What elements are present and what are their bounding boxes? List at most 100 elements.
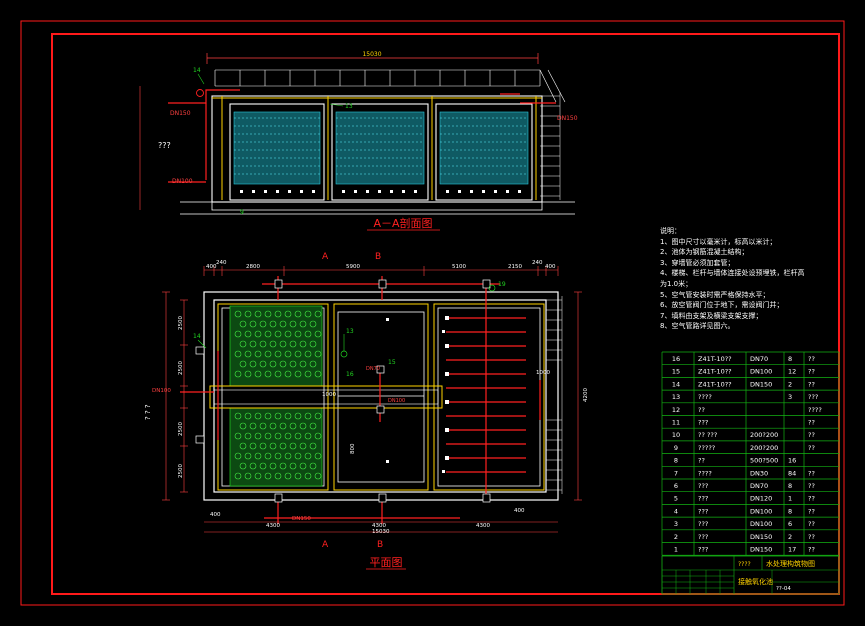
section-title: A－A剖面图 [373,216,432,230]
notes-line: 3、穿墙管必须加套管； [660,258,735,267]
table-cell: 2 [788,533,792,541]
plan-right-overall: 4200 [583,388,589,402]
plan-bottom-left-400: 400 [210,512,221,518]
plan-top-dim-7: 400 [545,264,556,270]
plan-top-dim-4: 5100 [452,264,466,270]
plan-label-dn100: DN100 [388,398,405,404]
notes-line: 7、填料由支架及横梁支架支撑； [660,311,763,320]
plan-mark-bottom-left: A [322,540,329,550]
table-cell: 200?200 [750,431,778,439]
table-cell: 16 [672,355,680,363]
table-cell: DN30 [750,469,768,477]
notes-line: 4、楼梯、栏杆与墙体连接处设预埋铁，栏杆高 [660,269,805,278]
table-cell: 3 [788,393,792,401]
plan-left-side: ? ? ? [144,404,152,420]
table-cell: 12 [788,368,796,376]
plan-mark-top-left: A [322,252,329,262]
section-left-label-1: DN150 [170,110,191,117]
table-cell: Z41T-10?? [698,380,732,388]
plan-top-dim-2: 2800 [246,264,260,270]
plan-bottom-dim-1: 4300 [372,523,386,529]
notes-line: 1、图中尺寸以毫米计，标高以米计； [660,237,777,246]
table-cell: ?? [808,520,815,528]
section-callout-13: 13 [345,103,353,110]
table-cell: ?? ??? [698,431,717,439]
plan-left-dim-2: 2500 [178,422,184,436]
plan-label-dn70: DN70 [366,366,380,372]
section-right-label: DN150 [557,115,578,122]
table-cell: 200?200 [750,444,778,452]
table-cell: DN100 [750,368,772,376]
table-cell: ?? [808,444,815,452]
table-cell: 2 [674,533,678,541]
table-cell: ?? [808,431,815,439]
table-cell: 8 [788,482,792,490]
title-block-title: 水处理构筑物图 [766,559,815,568]
table-cell: ??? [698,419,708,427]
inner-frame [51,33,840,595]
title-block-code: ??-04 [776,586,791,592]
title-block-sub: 接触氧化池 [738,577,773,586]
section-callout-14: 14 [193,67,201,74]
table-cell: 1 [788,495,792,503]
plan-media [229,305,323,487]
table-cell: ??? [698,507,708,515]
table-cell: ?? [698,457,705,465]
plan-left-dim-3: 2500 [178,464,184,478]
plan-callout-19: 19 [498,281,506,288]
notes-line: 6、放空管阀门位于地下，需设阀门井； [660,301,784,310]
table-cell: 9 [674,444,678,452]
table-cell: ?? [808,495,815,503]
plan-center-dim: 1000 [322,392,336,398]
table-cell: 1 [674,546,678,554]
section-overall-dim: 15030 [362,51,381,58]
table-cell: ?? [808,419,815,427]
table-cell: DN70 [750,355,768,363]
section-callout-9: 9 [240,209,244,216]
title-block-name: ???? [738,561,751,568]
table-cell: 7 [674,469,678,477]
table-cell: Z41T-10?? [698,368,732,376]
plan-top-dim-0: 400 [206,264,217,270]
plan-top-dim-6: 240 [532,260,543,266]
plan-pipe-label: DN150 [292,516,311,522]
table-cell: 11 [672,419,680,427]
table-cell: DN150 [750,533,772,541]
notes-line: 说明： [660,227,681,235]
outer-frame [20,20,845,606]
table-cell: 12 [672,406,680,414]
plan-bottom-right-400: 400 [514,508,525,514]
table-cell: DN120 [750,495,772,503]
plan-small-dim: 800 [350,443,356,454]
table-cell: 10 [672,431,680,439]
title-block: ???? 水处理构筑物图 接触氧化池 ??-04 [661,555,840,595]
plan-left-dim-1: 2500 [178,361,184,375]
table-cell: Z41T-10?? [698,355,732,363]
table-cell: ??? [698,495,708,503]
section-media [233,111,529,185]
table-cell: ?? [808,507,815,515]
plan-left-dim-0: 2500 [178,316,184,330]
table-cell: ??? [808,393,818,401]
table-cell: 5 [674,495,678,503]
plan-left-pipe-label: DN100 [152,388,171,394]
section-elev-label: ??? [158,141,171,150]
plan-right-dim: 1000 [536,370,550,376]
table-cell: ??? [698,520,708,528]
design-notes: 说明： 1、图中尺寸以毫米计，标高以米计； 2、池体为钢筋混凝土结构； 3、穿墙… [660,226,860,332]
plan-title: 平面图 [370,556,403,569]
table-cell: 84 [788,469,796,477]
plan-bottom-dim-0: 4300 [266,523,280,529]
table-cell: ???? [698,393,712,401]
table-cell: ?? [808,533,815,541]
table-cell: 13 [672,393,680,401]
table-cell: ?? [808,380,815,388]
table-cell: 14 [672,380,680,388]
table-cell: ???? [698,469,712,477]
plan-callout-14: 14 [193,333,201,340]
notes-line: 为1.0米； [660,279,693,288]
table-cell: 500?500 [750,457,778,465]
table-cell: DN150 [750,380,772,388]
